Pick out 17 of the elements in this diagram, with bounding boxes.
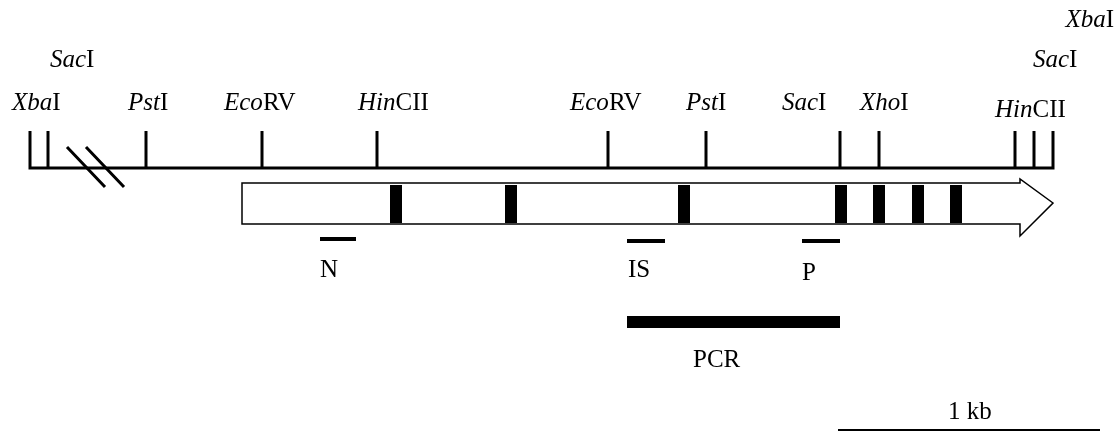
probe-label: N xyxy=(320,255,339,283)
enzyme-site-label: EcoRV xyxy=(570,88,642,116)
enzyme-site-label: PstI xyxy=(686,88,727,116)
probe-label: P xyxy=(802,258,816,286)
enzyme-site-label: SacI xyxy=(50,45,95,73)
enzyme-site-label: EcoRV xyxy=(224,88,296,116)
enzyme-site-label: SacI xyxy=(1033,45,1078,73)
pcr-label: PCR xyxy=(693,345,741,373)
enzyme-site-label: XbaI xyxy=(12,88,61,116)
enzyme-site-label: HinCII xyxy=(995,95,1066,123)
enzyme-site-label: PstI xyxy=(128,88,169,116)
enzyme-site-label: XbaI xyxy=(1065,5,1114,33)
scale-label: 1 kb xyxy=(948,397,992,425)
enzyme-site-label: HinCII xyxy=(358,88,429,116)
probe-label: IS xyxy=(628,255,651,283)
enzyme-site-label: SacI xyxy=(782,88,827,116)
enzyme-site-label: XhoI xyxy=(860,88,909,116)
